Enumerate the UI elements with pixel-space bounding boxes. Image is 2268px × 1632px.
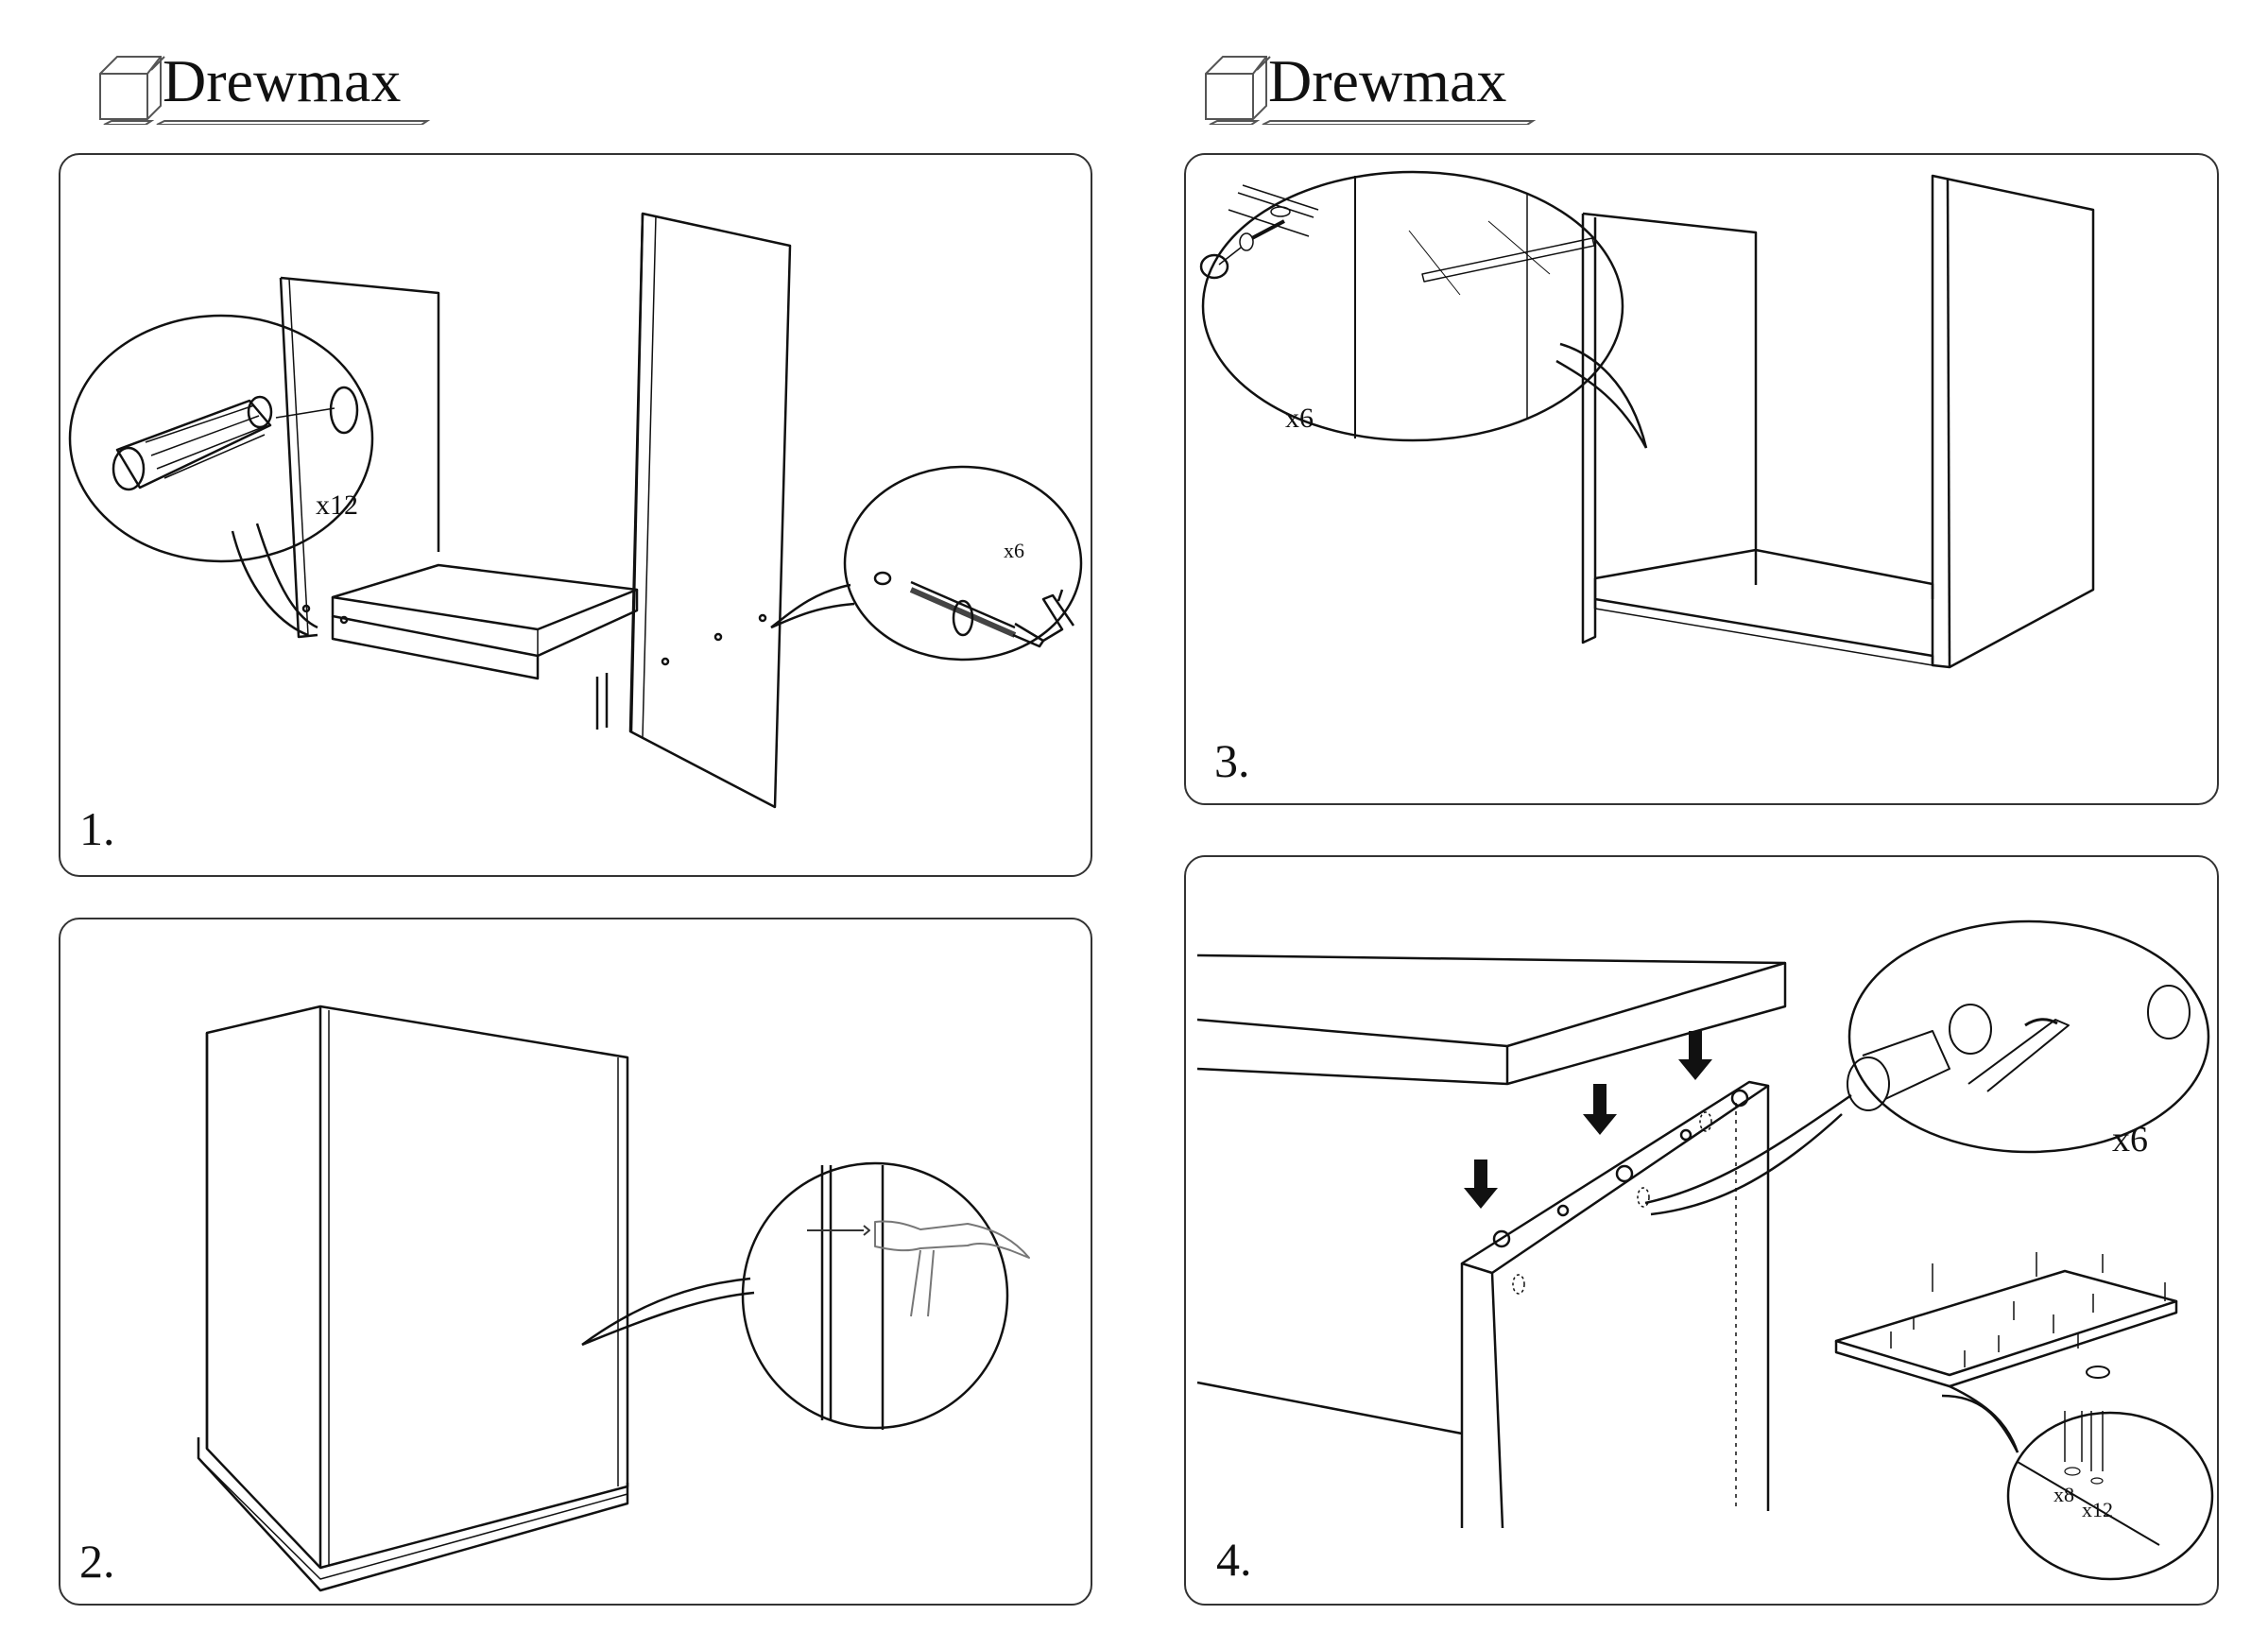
top-panel [1196, 953, 1787, 1086]
runner-callout-bubble [1201, 170, 1624, 442]
step-3-illustration [1199, 170, 2095, 669]
step-number: 2. [79, 1535, 115, 1588]
cam-lock-callout-bubble [1847, 919, 2210, 1154]
left-side-panel [1582, 212, 1758, 585]
brand-name: Drewmax [163, 47, 402, 114]
step-1-illustration [68, 212, 1083, 809]
step-number: 1. [79, 802, 115, 855]
step-4-bolt-quantity: x12 [2082, 1498, 2113, 1521]
box-logo-icon [99, 56, 431, 125]
cam-bolt-screw-icon [873, 571, 1075, 648]
dowel-callout-bubble [68, 314, 374, 563]
step-1-bolt-quantity: x6 [1004, 539, 1024, 562]
cabinet-body [205, 1005, 629, 1570]
left-side-panel [280, 276, 440, 552]
brand-logo-left: Drewmax [94, 49, 435, 125]
nail-callout-bubble [741, 1161, 1009, 1430]
bottom-shelf [331, 563, 639, 631]
step-panel-4: x6 x8 x12 4. [1184, 855, 2219, 1606]
step-panel-1: x12 x6 1. [59, 153, 1092, 877]
screw-runner-icon [1199, 184, 1595, 296]
step-number: 3. [1214, 734, 1250, 787]
wooden-dowel-icon [112, 386, 359, 491]
step-4-cam-lock-quantity: x6 [2112, 1120, 2148, 1160]
step-1-dowel-quantity: x12 [316, 490, 358, 521]
down-arrow-icon [1464, 1031, 1712, 1209]
step-panel-2: 2. [59, 918, 1092, 1606]
box-logo-icon [1205, 56, 1537, 125]
cam-lock-icon [1847, 985, 2191, 1111]
step-4-illustration [1196, 919, 2214, 1581]
step-number: 4. [1216, 1533, 1252, 1586]
shelf-with-dowels [1834, 1269, 2178, 1377]
step-panel-3: x6 3. [1184, 153, 2219, 805]
dowel-callout-bubble [2006, 1411, 2214, 1581]
hammer-nail-icon [807, 1220, 1030, 1317]
step-2-illustration [197, 1005, 1030, 1592]
step-4-dowel-quantity: x8 [2053, 1483, 2074, 1506]
plinth [197, 1437, 629, 1592]
right-side-panel [1931, 174, 2095, 669]
side-panel-front [1460, 1263, 1504, 1529]
brand-logo-right: Drewmax [1200, 49, 1540, 125]
bolt-callout-bubble [843, 465, 1083, 661]
step-3-screw-quantity: x6 [1285, 403, 1314, 434]
bottom-shelf [1594, 548, 1934, 599]
brand-name: Drewmax [1268, 47, 1507, 114]
